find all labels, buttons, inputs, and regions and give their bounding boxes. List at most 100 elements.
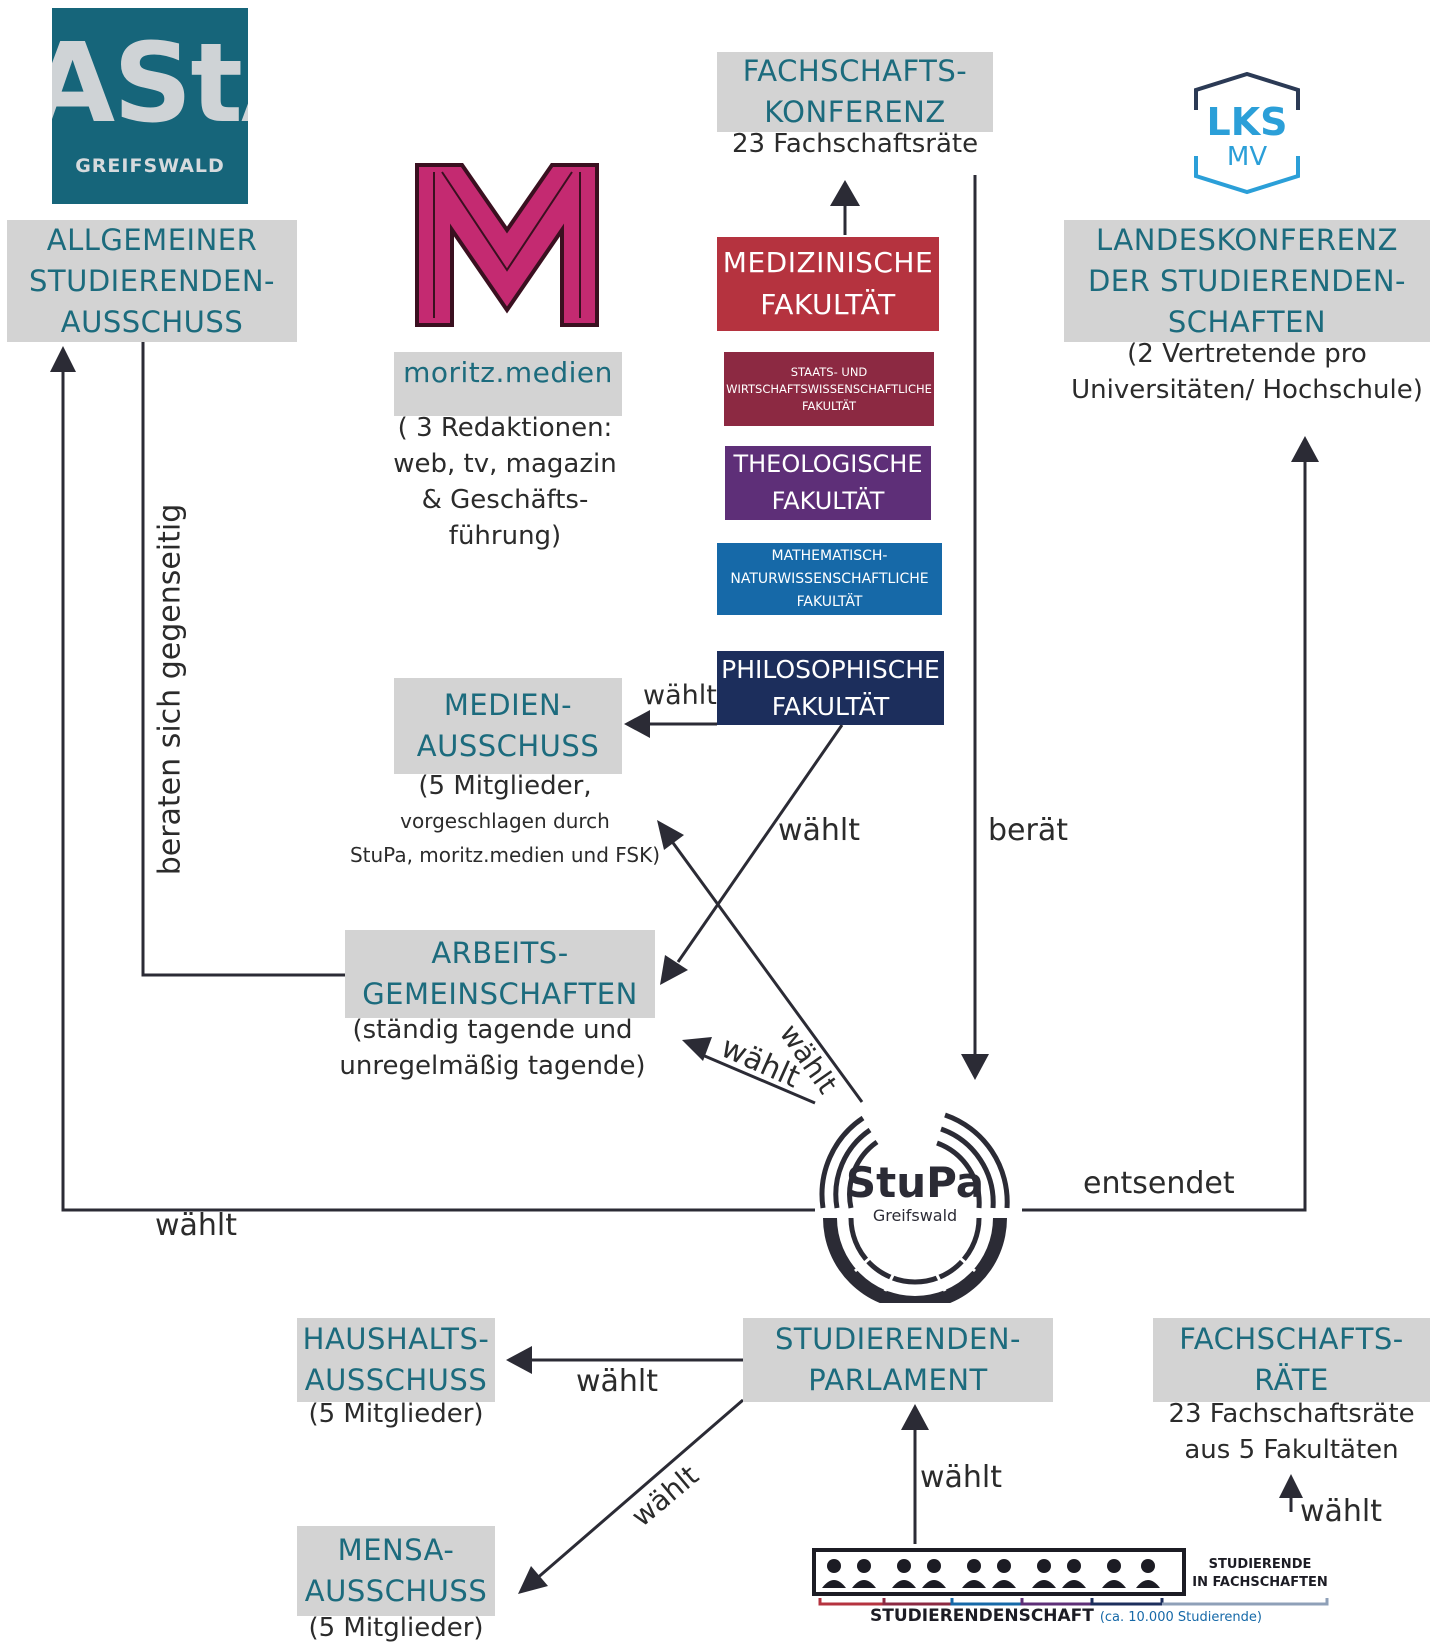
moritz-box: moritz.medien — [394, 352, 622, 416]
ag-desc: (ständig tagende und unregelmäßig tagend… — [320, 1012, 665, 1084]
lks-title-2: DER STUDIERENDEN- — [1087, 263, 1407, 298]
moritz-desc-2: web, tv, magazin — [393, 449, 617, 479]
fsr-desc-1: 23 Fachschaftsräte — [1168, 1399, 1415, 1429]
lks-title-1: LANDESKONFERENZ — [1096, 222, 1398, 257]
medien-desc-1: (5 Mitglieder, — [418, 771, 592, 801]
label-entsendet: entsendet — [1083, 1166, 1235, 1201]
asta-title-2: STUDIERENDEN- — [28, 263, 276, 298]
faculty-rsw-2: WIRTSCHAFTSWISSENSCHAFTLICHE — [726, 381, 932, 396]
ag-box: ARBEITS- GEMEINSCHAFTEN — [345, 930, 655, 1018]
stupa-logo-name: StuPa — [845, 1158, 985, 1207]
moritz-desc: ( 3 Redaktionen: web, tv, magazin & Gesc… — [380, 410, 630, 554]
arrow-mensa — [518, 1566, 548, 1594]
medien-desc-3: StuPa, moritz.medien und FSK) — [349, 843, 661, 867]
medien-desc-2: vorgeschlagen durch — [400, 809, 610, 833]
arrow-ag-from-phil — [660, 955, 688, 985]
label-beraet: berät — [988, 813, 1068, 848]
faculty-theologie-1: THEOLOGISCHE — [733, 450, 923, 478]
line-stupa-lks — [1022, 455, 1307, 1212]
label-waehlt-asta: wählt — [155, 1208, 238, 1243]
stupa-logo-sub: Greifswald — [872, 1206, 958, 1225]
haushalt-box: HAUSHALTS- AUSSCHUSS — [297, 1318, 495, 1402]
mensa-box: MENSA- AUSSCHUSS — [297, 1526, 495, 1616]
faculty-matnat-1: MATHEMATISCH- — [771, 547, 888, 564]
fsr-desc-2: aus 5 Fakultäten — [1184, 1435, 1399, 1465]
label-waehlt-phil-medien: wählt — [643, 680, 717, 711]
label-waehlt-phil-ag: wählt — [778, 813, 861, 848]
parlament-title-2: PARLAMENT — [808, 1363, 988, 1397]
arrow-ag-from-stupa — [682, 1037, 712, 1061]
fsk-box: FACHSCHAFTS- KONFERENZ — [717, 52, 993, 132]
students-side-1: STUDIERENDE — [1208, 1557, 1312, 1572]
arrow-medien-from-phil — [624, 710, 650, 738]
faculty-medizin: MEDIZINISCHE FAKULTÄT — [717, 237, 939, 331]
asta-title-3: AUSSCHUSS — [60, 304, 244, 339]
arrow-asta — [50, 346, 76, 372]
fsr-desc: 23 Fachschaftsräte aus 5 Fakultäten — [1153, 1396, 1430, 1468]
mensa-title-2: AUSSCHUSS — [304, 1574, 488, 1608]
lks-title-3: SCHAFTEN — [1167, 304, 1327, 339]
faculty-rsw-3: FAKULTÄT — [801, 398, 857, 413]
faculty-theologie: THEOLOGISCHE FAKULTÄT — [725, 446, 931, 520]
parlament-title-1: STUDIERENDEN- — [774, 1322, 1022, 1356]
faculty-medizin-2: FAKULTÄT — [760, 288, 896, 321]
lks-box: LANDESKONFERENZ DER STUDIERENDEN- SCHAFT… — [1064, 220, 1430, 342]
arrow-fsr — [1279, 1474, 1303, 1498]
arrow-medien-from-stupa — [657, 820, 684, 850]
medien-title-1: MEDIEN- — [443, 688, 573, 722]
label-beraten-gegenseitig: beraten sich gegenseitig — [152, 503, 188, 876]
lks-desc: (2 Vertretende pro Universitäten/ Hochsc… — [1064, 336, 1430, 408]
line-asta-ag — [141, 342, 345, 977]
asta-logo-sub: GREIFSWALD — [75, 155, 225, 177]
fsk-title-1: FACHSCHAFTS- — [742, 54, 968, 88]
asta-title-1: ALLGEMEINER — [46, 222, 258, 257]
arrow-stupa-from-fsk — [961, 1054, 989, 1080]
medien-desc: (5 Mitglieder, vorgeschlagen durch StuPa… — [330, 768, 680, 872]
lks-desc-2: Universitäten/ Hochschule) — [1071, 375, 1423, 405]
students-label-count: (ca. 10.000 Studierende) — [1099, 1610, 1262, 1625]
students-side-2: IN FACHSCHAFTEN — [1192, 1575, 1328, 1590]
stupa-logo-rings — [819, 1112, 1010, 1303]
moritz-desc-4: führung) — [448, 521, 562, 551]
moritz-title: moritz.medien — [403, 356, 613, 389]
asta-box: ALLGEMEINER STUDIERENDEN- AUSSCHUSS — [7, 220, 297, 342]
haushalt-desc: (5 Mitglieder) — [308, 1399, 484, 1429]
faculty-medizin-1: MEDIZINISCHE — [722, 246, 934, 279]
arrow-lks — [1291, 436, 1319, 462]
faculty-philosophie-2: FAKULTÄT — [771, 692, 890, 721]
faculty-rsw-1: STAATS- UND — [790, 364, 868, 379]
lks-logo-top: LKS — [1206, 100, 1288, 144]
ag-desc-1: (ständig tagende und — [352, 1015, 633, 1045]
line-stupa-ag — [699, 1052, 816, 1105]
lks-desc-1: (2 Vertretende pro — [1127, 339, 1367, 369]
faculty-matnat: MATHEMATISCH- NATURWISSENSCHAFTLICHE FAK… — [717, 543, 942, 615]
moritz-m-logo — [415, 163, 599, 327]
haushalt-title-2: AUSSCHUSS — [304, 1363, 488, 1397]
faculty-matnat-2: NATURWISSENSCHAFTLICHE — [730, 570, 929, 587]
arrow-haushalt — [506, 1346, 532, 1374]
label-waehlt-fsr: wählt — [1300, 1494, 1383, 1529]
ag-title-1: ARBEITS- — [431, 936, 569, 970]
students-side-label: STUDIERENDE IN FACHSCHAFTEN — [1190, 1556, 1330, 1592]
line-parl-mensa — [534, 1398, 744, 1582]
fsr-title-1: FACHSCHAFTS- — [1179, 1322, 1404, 1356]
students-label-main: STUDIERENDENSCHAFT — [870, 1606, 1094, 1626]
label-waehlt-parlament: wählt — [920, 1460, 1003, 1495]
faculty-theologie-2: FAKULTÄT — [771, 487, 885, 515]
mensa-title-1: MENSA- — [337, 1533, 455, 1567]
faculty-philosophie-1: PHILOSOPHISCHE — [721, 655, 940, 684]
line-stupa-to-asta — [61, 360, 815, 1212]
mensa-desc: (5 Mitglieder) — [308, 1613, 484, 1643]
ag-title-2: GEMEINSCHAFTEN — [362, 977, 638, 1011]
students-graphic — [812, 1548, 1329, 1606]
asta-logo: AStA GREIFSWALD — [52, 8, 248, 204]
fsk-title-2: KONFERENZ — [764, 95, 946, 129]
line-stupa-medien — [666, 835, 864, 1103]
medien-title-2: AUSSCHUSS — [416, 729, 600, 763]
fsk-desc: 23 Fachschaftsräte — [731, 129, 979, 159]
faculty-philosophie: PHILOSOPHISCHE FAKULTÄT — [717, 651, 944, 725]
moritz-desc-3: & Geschäfts- — [421, 485, 589, 515]
lks-logo-bottom: MV — [1226, 142, 1268, 172]
ag-desc-2: unregelmäßig tagende) — [339, 1051, 646, 1081]
